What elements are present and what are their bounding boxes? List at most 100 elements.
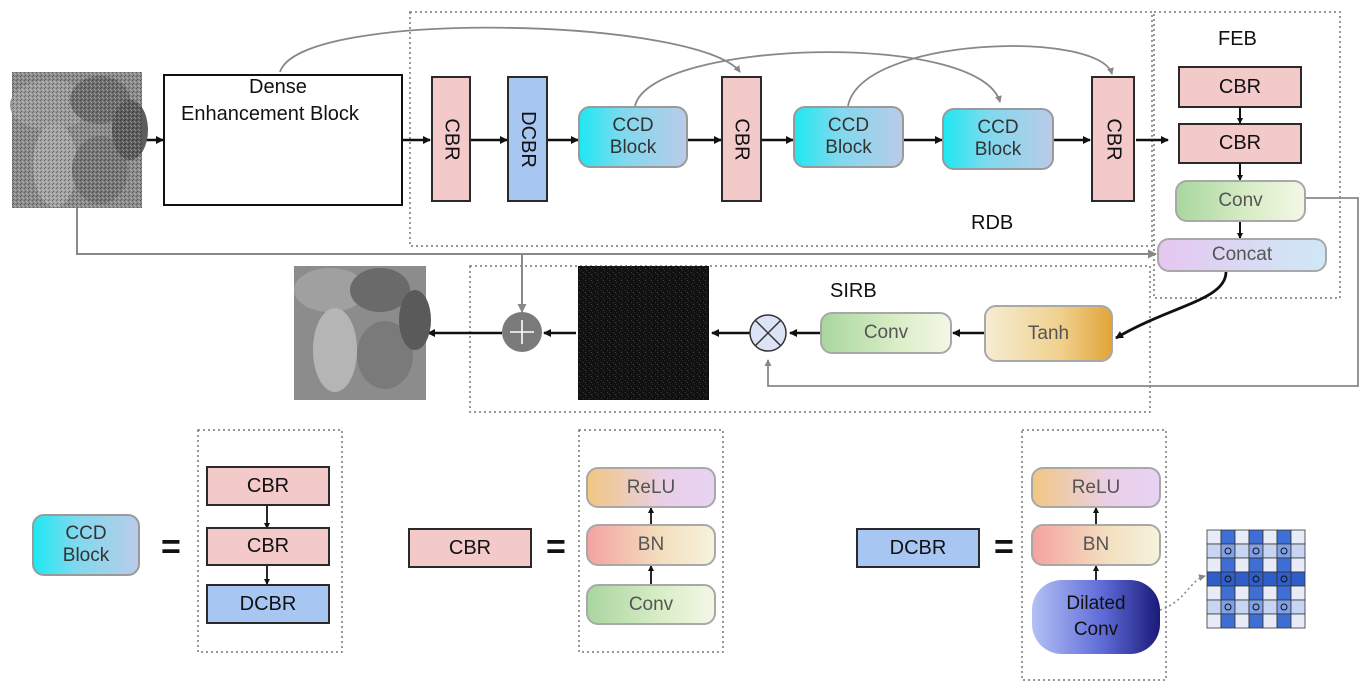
grid-cell — [1220, 585, 1236, 601]
grid-cell — [1234, 543, 1250, 559]
rdb-ccd-block-1: CCD Block — [578, 106, 688, 168]
rdb-frame — [409, 11, 1153, 247]
grid-cell — [1290, 613, 1306, 629]
grid-sample-dot — [1252, 603, 1260, 611]
legend-cbr-conv: Conv — [586, 584, 716, 625]
input-noisy-image — [10, 72, 148, 208]
grid-sample-dot — [1252, 575, 1260, 583]
grid-cell — [1220, 599, 1236, 615]
legend-cbr-bn: BN — [586, 524, 716, 566]
rdb-dcbr: DCBR — [507, 76, 548, 202]
skip-curve-1 — [279, 26, 741, 73]
grid-cell — [1248, 585, 1264, 601]
rdb-cbr-2: CBR — [721, 76, 762, 202]
grid-cell — [1206, 543, 1222, 559]
sirb-conv: Conv — [820, 312, 952, 354]
ccd2-line1: CCD — [827, 115, 870, 136]
grid-cell — [1262, 543, 1278, 559]
legend-cbr-relu: ReLU — [586, 467, 716, 508]
legend-cbr-frame — [578, 429, 724, 653]
ccd1-line2: Block — [609, 137, 657, 158]
grid-cell — [1234, 599, 1250, 615]
rdb-ccd-block-2: CCD Block — [793, 106, 904, 168]
skip-curve-2 — [634, 51, 1002, 107]
grid-sample-dot — [1280, 575, 1288, 583]
rdb-cbr-1: CBR — [431, 76, 471, 202]
grid-cell — [1234, 585, 1250, 601]
grid-cell — [1290, 529, 1306, 545]
grid-cell — [1262, 529, 1278, 545]
grid-cell — [1262, 613, 1278, 629]
legend-cbr: CBR — [408, 528, 532, 568]
legend-ccd-block: CCD Block — [32, 514, 140, 576]
rdb-label: RDB — [971, 212, 1014, 234]
grid-cell — [1220, 529, 1236, 545]
grid-cell — [1248, 543, 1264, 559]
feb-cbr-1: CBR — [1178, 66, 1302, 108]
grid-cell — [1290, 543, 1306, 559]
legend-dcbr-frame — [1021, 429, 1167, 681]
output-denoised-image — [294, 266, 431, 400]
grid-sample-dot — [1252, 547, 1260, 555]
skip-curve-3 — [847, 45, 1114, 107]
feb-frame — [1153, 11, 1341, 299]
legend-ccd-equals: = — [161, 528, 181, 566]
grid-sample-dot — [1224, 603, 1232, 611]
ccd2-line2: Block — [825, 137, 872, 158]
grid-cell — [1290, 599, 1306, 615]
grid-cell — [1248, 529, 1264, 545]
feb-conv: Conv — [1175, 180, 1306, 222]
grid-cell — [1248, 599, 1264, 615]
legend-dcbr-relu: ReLU — [1031, 467, 1161, 508]
feb-concat: Concat — [1157, 238, 1327, 272]
sirb-tanh: Tanh — [984, 305, 1113, 362]
grid-sample-dot — [1224, 575, 1232, 583]
grid-cell — [1220, 613, 1236, 629]
grid-sample-dot — [1224, 547, 1232, 555]
dilated-line2: Conv — [1073, 619, 1119, 640]
legend-dcbr: DCBR — [856, 528, 980, 568]
grid-cell — [1276, 557, 1292, 573]
rdb-cbr-1-label: CBR — [440, 117, 463, 161]
legend-dcbr-bn: BN — [1031, 524, 1161, 566]
grid-cell — [1276, 543, 1292, 559]
feb-cbr-2: CBR — [1178, 123, 1302, 164]
legend-ccd-item-1: CBR — [206, 466, 330, 506]
sirb-frame — [469, 265, 1151, 413]
grid-cell — [1248, 571, 1264, 587]
legend-ccd-item-3: DCBR — [206, 584, 330, 624]
skip-input-concat — [76, 208, 1157, 259]
grid-cell — [1290, 571, 1306, 587]
multiply-cross-b — [754, 319, 782, 347]
ccd3-line2: Block — [974, 139, 1022, 160]
grid-sample-dot — [1280, 547, 1288, 555]
sirb-label: SIRB — [830, 280, 877, 302]
grid-cell — [1276, 599, 1292, 615]
grid-cell — [1262, 585, 1278, 601]
legend-ccd-item-2: CBR — [206, 527, 330, 566]
grid-cell — [1248, 613, 1264, 629]
legend-ccd-line1: CCD — [65, 523, 107, 544]
grid-cell — [1290, 557, 1306, 573]
legend-dilated-conv: Dilated Conv — [1032, 580, 1160, 654]
dense-enhancement-block — [163, 74, 403, 206]
conv-branch-multiply — [764, 197, 1359, 387]
rdb-ccd-block-3: CCD Block — [942, 108, 1054, 170]
dilated-kernel-grid — [1206, 529, 1306, 629]
concat-to-tanh — [1115, 271, 1228, 340]
grid-cell — [1220, 571, 1236, 587]
noise-map-image — [578, 266, 709, 400]
grid-cell — [1234, 557, 1250, 573]
grid-cell — [1206, 571, 1222, 587]
ccd1-line1: CCD — [612, 115, 654, 136]
legend-dcbr-equals: = — [994, 528, 1014, 566]
feb-label: FEB — [1218, 28, 1257, 50]
grid-cell — [1206, 585, 1222, 601]
dense-block-title-2: Enhancement Block — [181, 103, 359, 125]
grid-cell — [1234, 571, 1250, 587]
grid-cell — [1206, 529, 1222, 545]
grid-cell — [1262, 571, 1278, 587]
rdb-cbr-3-label: CBR — [1102, 117, 1125, 161]
ccd3-line1: CCD — [977, 117, 1019, 138]
